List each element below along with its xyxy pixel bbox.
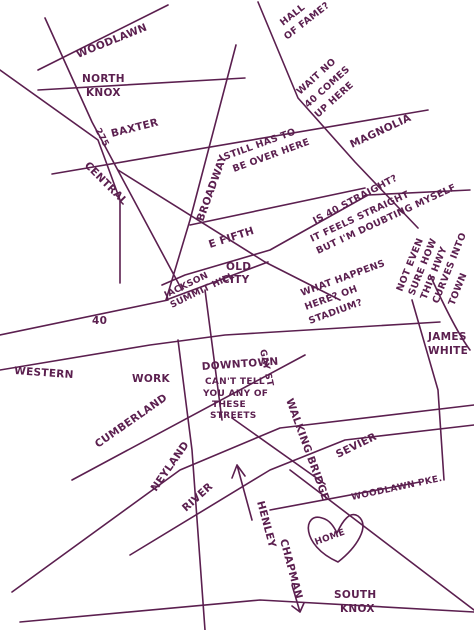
road-neyland bbox=[11, 404, 474, 593]
label-woodlawn-pike: WOODLAWN PKE. bbox=[351, 474, 444, 503]
note-cant-tell-2: YOU ANY OF bbox=[202, 389, 268, 399]
label-downtown: DOWNTOWN bbox=[201, 356, 279, 373]
label-river: RIVER bbox=[180, 481, 215, 515]
label-neyland: NEYLAND bbox=[149, 439, 192, 493]
road-broadway bbox=[165, 44, 237, 301]
label-work: WORK bbox=[132, 373, 170, 385]
henley-chapman-arrow bbox=[231, 464, 305, 613]
road-sevier bbox=[269, 481, 421, 511]
road-river bbox=[129, 424, 474, 556]
label-old-city-2: CITY bbox=[222, 274, 250, 286]
label-south-knox-1: SOUTH bbox=[334, 589, 376, 601]
label-north-knox-1: NORTH bbox=[82, 73, 125, 85]
label-baxter: BAXTER bbox=[110, 117, 160, 140]
road-western bbox=[0, 321, 441, 371]
label-cumberland: CUMBERLAND bbox=[93, 392, 170, 451]
road-40-west bbox=[0, 299, 169, 336]
road-james-white bbox=[411, 299, 445, 481]
note-cant-tell-1: CAN'T TELL bbox=[205, 377, 265, 387]
home-heart-icon bbox=[307, 513, 364, 563]
label-james-white-2: WHITE bbox=[428, 345, 468, 357]
label-broadway: BROADWAY bbox=[195, 153, 230, 223]
label-central: CENTRAL bbox=[82, 160, 130, 208]
road-baxter bbox=[37, 77, 246, 91]
road-hall-of-fame bbox=[257, 1, 419, 229]
label-james-white-1: JAMES bbox=[427, 331, 467, 343]
road-woodlawn bbox=[37, 4, 169, 71]
label-woodlawn: WOODLAWN bbox=[75, 21, 149, 60]
label-home: HOME bbox=[314, 528, 347, 548]
road-south-diagonal bbox=[289, 469, 474, 611]
label-south-knox-2: KNOX bbox=[340, 603, 375, 615]
road-e-fifth bbox=[189, 187, 366, 226]
road-highway-curve bbox=[429, 274, 471, 351]
note-cant-tell-4: STREETS bbox=[210, 411, 257, 421]
road-summit-hill bbox=[165, 261, 269, 301]
label-chapman: CHAPMAN bbox=[277, 538, 305, 601]
road-old-city-diagonal bbox=[117, 169, 341, 301]
road-lower-edge bbox=[19, 599, 474, 623]
road-downtown-vertical bbox=[204, 289, 223, 421]
road-henley bbox=[177, 339, 206, 630]
road-central bbox=[0, 69, 121, 284]
label-sevier: SEVIER bbox=[334, 431, 379, 461]
label-old-city-1: OLD bbox=[226, 261, 251, 273]
road-40-upper bbox=[161, 189, 471, 286]
note-cant-tell-3: THESE bbox=[212, 400, 246, 410]
label-north-knox-2: KNOX bbox=[86, 87, 121, 99]
label-walking-bridge: WALKING BRIDGE bbox=[283, 397, 331, 502]
road-walking-bridge bbox=[231, 417, 326, 485]
road-magnolia bbox=[51, 109, 429, 175]
road-north-knox-275 bbox=[44, 17, 183, 291]
label-e-fifth: E FIFTH bbox=[207, 225, 256, 251]
label-western: WESTERN bbox=[14, 365, 74, 381]
label-40: 40 bbox=[92, 315, 107, 327]
label-henley: HENLEY bbox=[254, 500, 278, 550]
